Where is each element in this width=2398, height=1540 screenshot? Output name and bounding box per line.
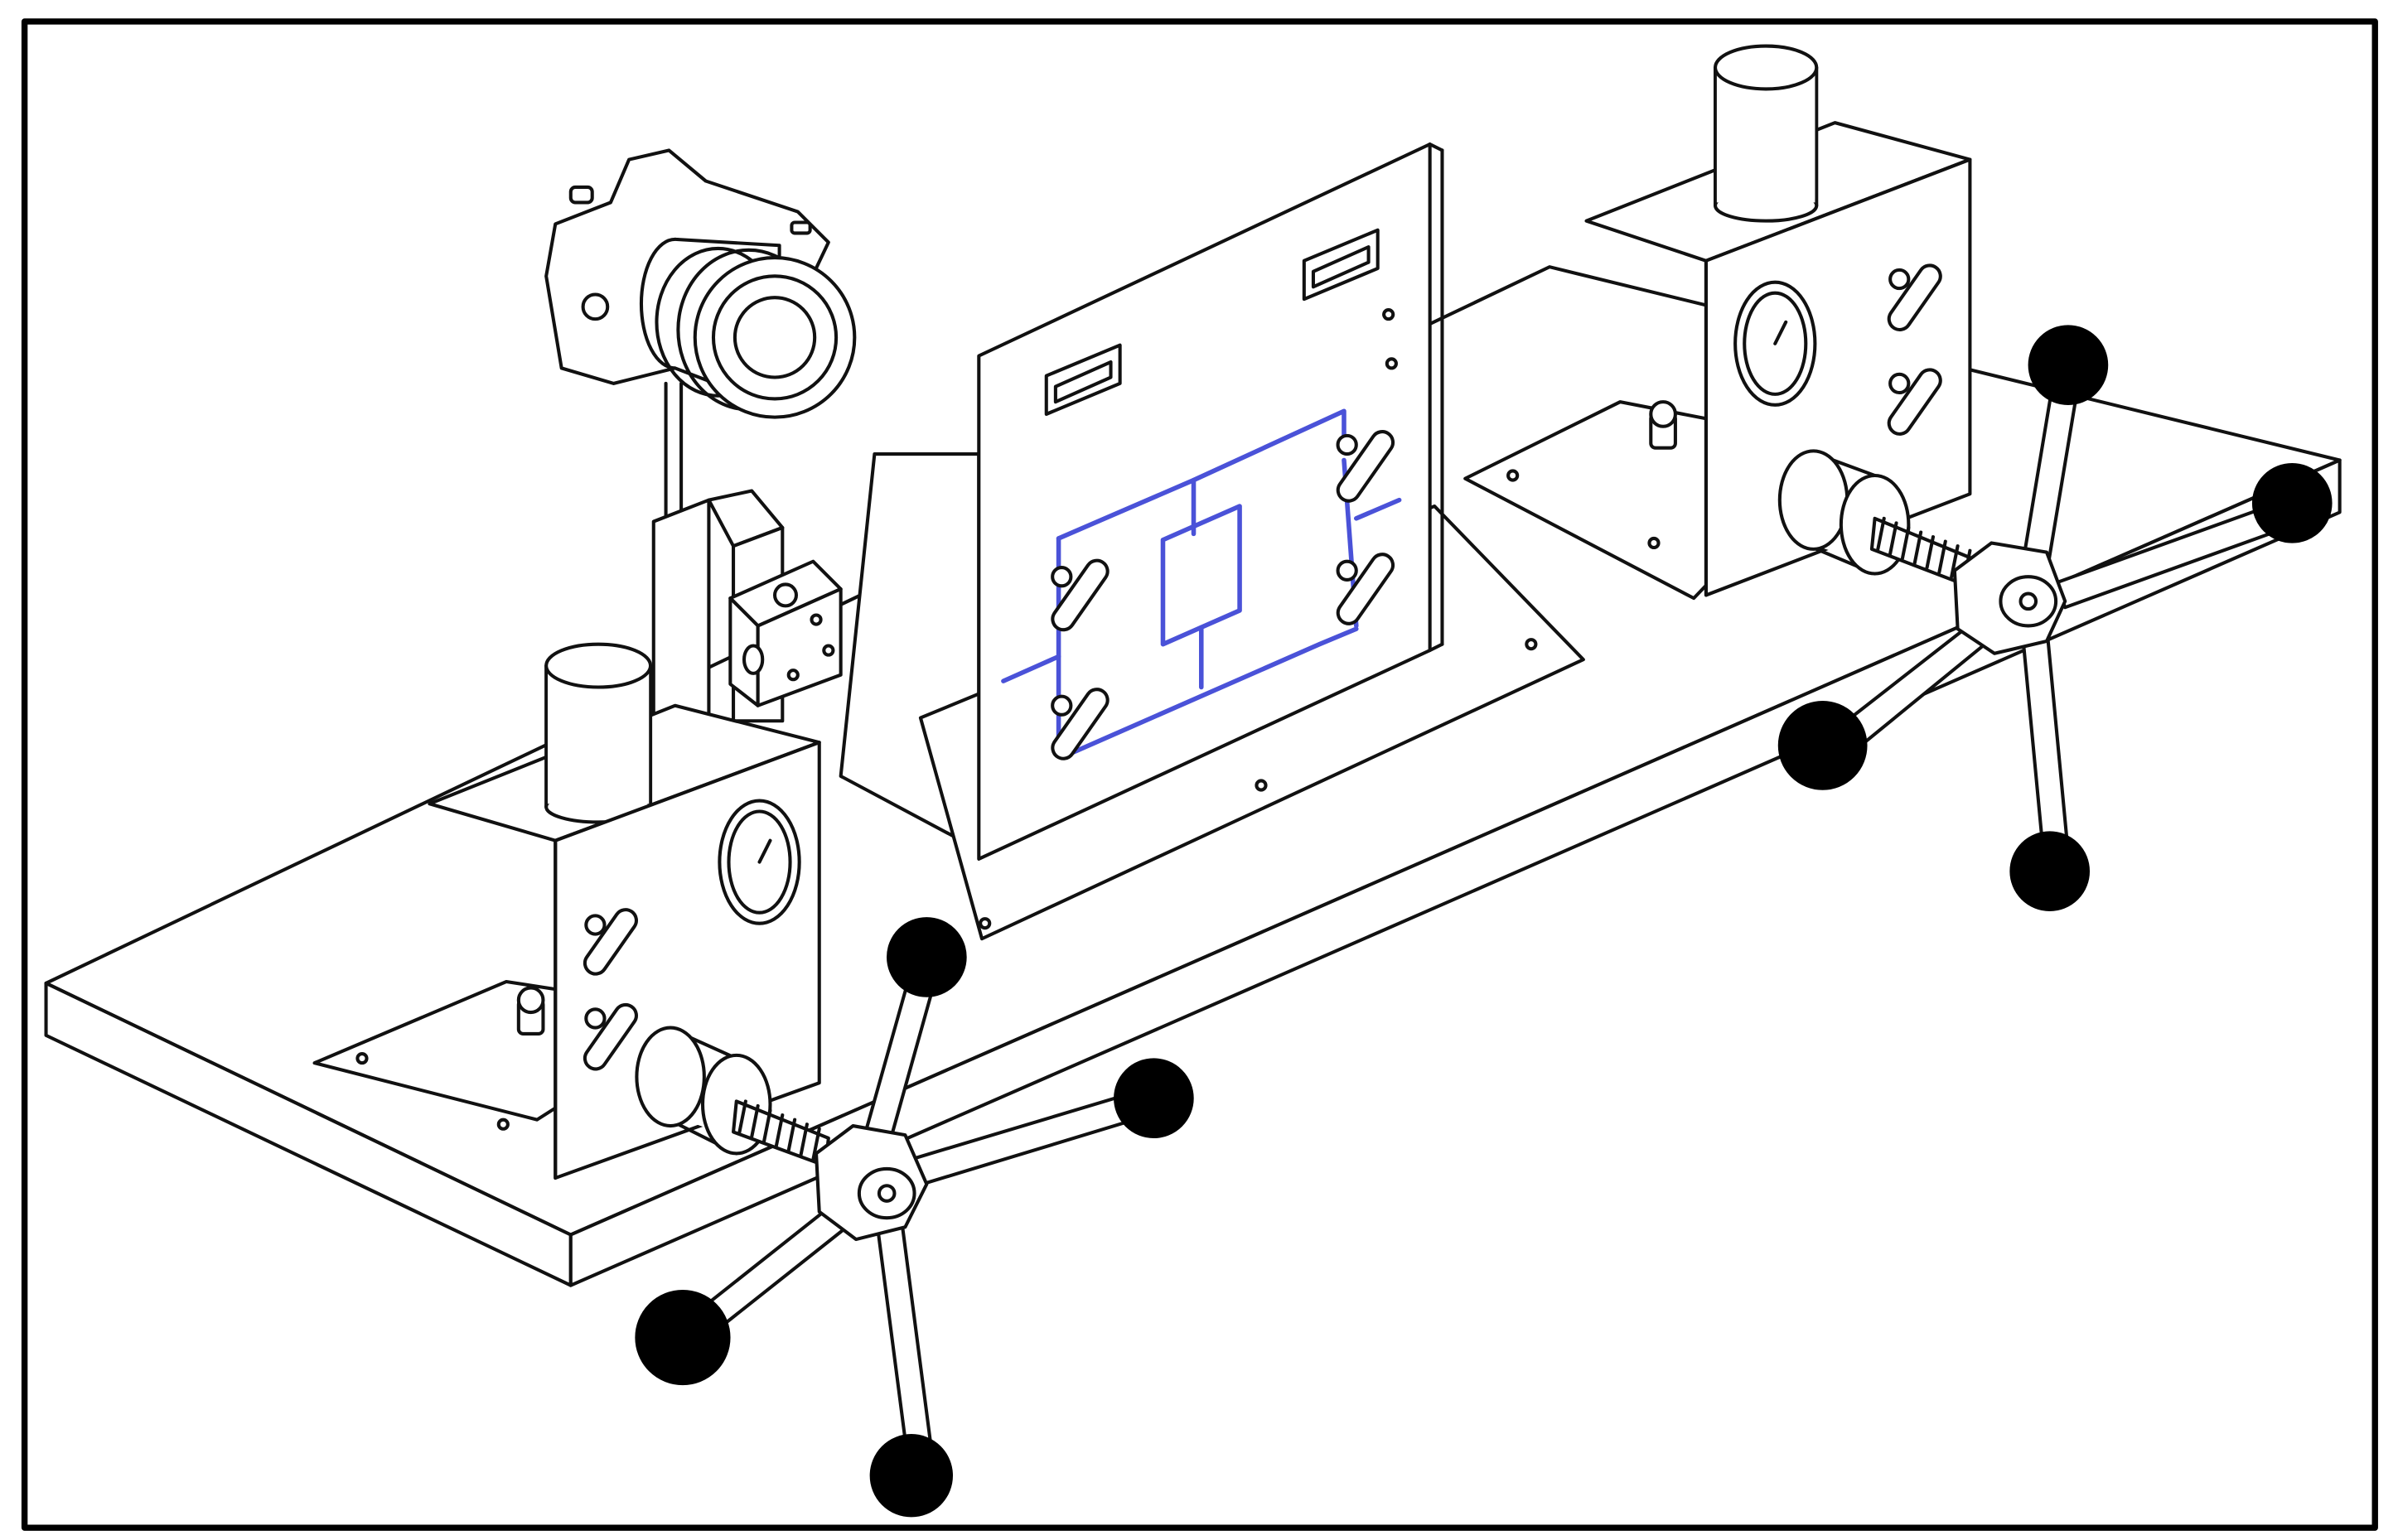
- right-unit-cylinder: [1714, 44, 1819, 223]
- figure-frame: [21, 18, 2378, 1531]
- camera-mount: [651, 381, 843, 723]
- right-unit: [1463, 44, 1981, 601]
- toggle-switch: [1051, 688, 1110, 760]
- toggle-switch: [1336, 430, 1395, 503]
- wheel-knob: [2009, 831, 2091, 912]
- toggle-switch: [583, 1002, 638, 1071]
- camera-clamp-block: [728, 559, 843, 707]
- toggle-switch: [1887, 263, 1942, 331]
- toggle-switch: [583, 908, 638, 976]
- pressure-gauge-icon: [718, 799, 801, 925]
- wheel-knob: [2251, 463, 2333, 543]
- wheel-knob: [2028, 325, 2109, 406]
- wheel-knob: [1114, 1058, 1194, 1139]
- toggle-switch: [1887, 368, 1942, 436]
- center-panel-assembly: [839, 142, 1585, 941]
- wheel-knob: [1777, 700, 1868, 790]
- display-module-left: [1044, 343, 1122, 416]
- display-module-right: [1302, 228, 1380, 302]
- wheel-knob: [869, 1434, 954, 1518]
- toggle-switch: [1051, 558, 1110, 632]
- left-unit: [312, 642, 830, 1180]
- wheel-knob: [635, 1289, 731, 1386]
- left-unit-cylinder: [544, 642, 653, 824]
- hand-wheel-icon: [635, 917, 1194, 1518]
- pressure-gauge-icon: [1733, 280, 1817, 407]
- camera-icon: [544, 148, 857, 419]
- wheel-knob: [887, 917, 967, 997]
- toggle-switch: [1336, 553, 1395, 625]
- hand-wheel-icon: [1777, 325, 2333, 912]
